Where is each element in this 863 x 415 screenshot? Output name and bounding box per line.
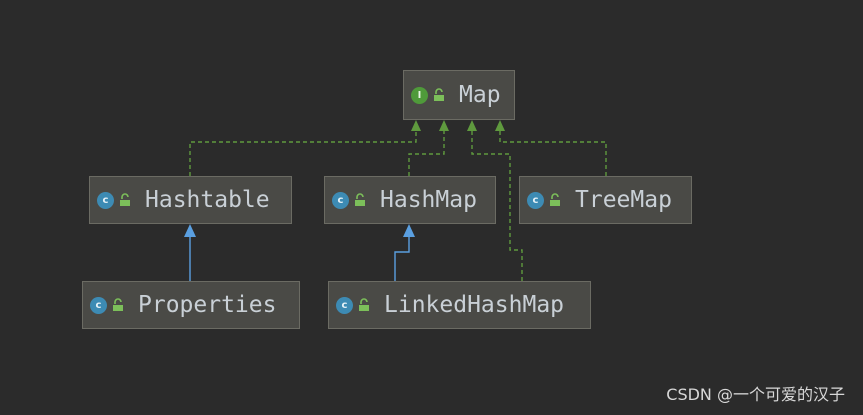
unlocked-icon	[113, 298, 123, 311]
node-label: Properties	[138, 292, 277, 318]
node-hashmap[interactable]: c HashMap	[324, 176, 496, 224]
node-label: HashMap	[380, 187, 477, 213]
class-icon: c	[90, 296, 107, 314]
node-treemap[interactable]: c TreeMap	[519, 176, 692, 224]
node-linkedhashmap[interactable]: c LinkedHashMap	[328, 281, 591, 329]
class-icon: c	[527, 191, 544, 209]
arrowhead-implements-4	[495, 120, 505, 131]
arrowhead-implements-2	[439, 120, 449, 131]
edge-linkedhashmap-implements-map	[471, 130, 523, 281]
arrowhead-implements-3	[467, 120, 477, 131]
arrowhead-extends-2	[403, 224, 415, 237]
unlocked-icon	[550, 193, 560, 206]
edge-linkedhashmap-extends-hashmap	[394, 236, 410, 281]
node-hashtable[interactable]: c Hashtable	[89, 176, 292, 224]
node-label: TreeMap	[575, 187, 672, 213]
edge-hashtable-implements-map	[189, 130, 417, 176]
unlocked-icon	[355, 193, 365, 206]
edge-hashmap-implements-map	[408, 130, 445, 176]
node-label: Map	[459, 82, 501, 108]
node-map[interactable]: I Map	[403, 70, 515, 120]
arrowhead-extends-1	[184, 224, 196, 237]
unlocked-icon	[434, 88, 444, 101]
arrowhead-implements-1	[411, 120, 421, 131]
class-icon: c	[97, 191, 114, 209]
node-properties[interactable]: c Properties	[82, 281, 300, 329]
node-label: LinkedHashMap	[384, 292, 565, 318]
edge-treemap-implements-map	[499, 130, 607, 176]
unlocked-icon	[120, 193, 130, 206]
unlocked-icon	[359, 298, 369, 311]
interface-icon: I	[411, 86, 428, 104]
class-icon: c	[332, 191, 349, 209]
watermark: CSDN @一个可爱的汉子	[666, 385, 845, 404]
node-label: Hashtable	[145, 187, 270, 213]
class-icon: c	[336, 296, 353, 314]
